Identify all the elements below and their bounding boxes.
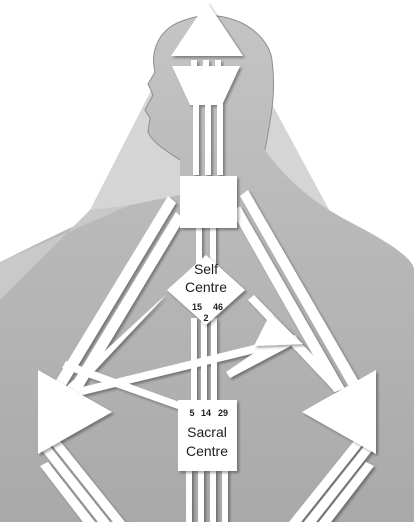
channel-throat-to-left-spleen-inner	[70, 212, 184, 392]
self-centre-labels: Self Centre 15 46 2	[185, 261, 227, 323]
channel-sacral-root-2	[198, 470, 204, 522]
channel-ego-to-sacral	[226, 341, 300, 378]
ajna-funnel	[172, 66, 240, 105]
spleen-triangle	[38, 370, 112, 454]
sacral-square	[178, 400, 237, 471]
sacral-centre-title-line2: Centre	[186, 443, 228, 459]
head-triangle	[171, 2, 243, 56]
self-centre-title-line2: Centre	[185, 279, 227, 295]
channel-g-sacral-3	[211, 318, 217, 408]
channel-ajna-throat-3	[217, 100, 223, 175]
channels	[40, 60, 374, 522]
head-outline	[153, 15, 275, 151]
sacral-gate-14: 14	[201, 408, 211, 418]
channel-bottom-left-2	[40, 444, 110, 522]
channel-bottom-left-3	[40, 462, 95, 522]
face-profile	[144, 71, 181, 161]
throat-square	[180, 176, 237, 228]
channel-g-to-spleen	[65, 295, 166, 392]
self-gate-2: 2	[203, 313, 208, 323]
ego-triangle	[254, 314, 303, 346]
channel-bottom-left-1	[40, 426, 125, 522]
sacral-gate-29: 29	[218, 408, 228, 418]
channel-throat-g-2	[210, 225, 216, 270]
channel-throat-to-left-spleen-outer	[52, 196, 176, 392]
channel-throat-g-1	[196, 225, 202, 270]
channel-throat-to-right-solar-inner	[232, 206, 344, 392]
channel-bottom-right-1	[289, 426, 374, 522]
channel-ajna-throat-1	[193, 100, 199, 175]
light-shadow-left	[0, 205, 130, 300]
channel-bottom-right-3	[319, 462, 374, 522]
sacral-centre-title-line1: Sacral	[187, 424, 227, 440]
channel-sacral-root-1	[186, 470, 192, 522]
channel-ajna-throat-2	[205, 100, 211, 175]
self-gate-46: 46	[213, 302, 223, 312]
self-gate-15: 15	[192, 302, 202, 312]
channel-sacral-root-4	[222, 470, 228, 522]
channel-bottom-right-2	[304, 444, 374, 522]
channel-sacral-root-3	[210, 470, 216, 522]
solar-plexus-triangle	[302, 370, 376, 454]
channel-spleen-to-sacral-cross	[62, 361, 196, 414]
sacral-centre-labels: 5 14 29 Sacral Centre	[186, 408, 228, 459]
centres	[38, 2, 376, 471]
self-centre-title-line1: Self	[194, 261, 218, 277]
self-diamond	[167, 255, 245, 325]
channel-throat-to-right-solar-outer	[240, 190, 362, 392]
sacral-gate-5: 5	[189, 408, 194, 418]
